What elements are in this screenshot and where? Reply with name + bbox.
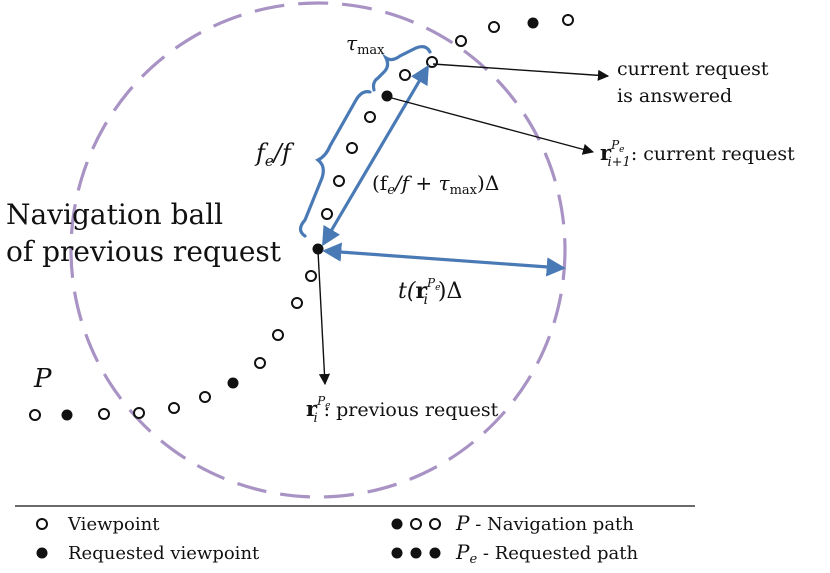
viewpoint (98, 408, 110, 420)
ball-title-line1: Navigation ball (6, 198, 223, 231)
viewpoint (272, 329, 284, 341)
requested-viewpoint-previous (312, 243, 324, 255)
viewpoint (133, 407, 145, 419)
viewpoint-answered (426, 56, 438, 68)
legend-requested-text: Requested viewpoint (68, 543, 260, 564)
current-request-pointer (387, 96, 595, 155)
viewpoint (305, 270, 317, 282)
legend-nav-path-text: P - Navigation path (455, 511, 634, 535)
viewpoint (346, 142, 358, 154)
viewpoint (321, 208, 333, 220)
viewpoint (364, 111, 376, 123)
tau-max-label: τmax (346, 31, 385, 58)
answered-pointer (432, 63, 610, 81)
requested-viewpoint (227, 377, 239, 389)
legend-viewpoint-text: Viewpoint (67, 514, 160, 535)
path-P-label: P (33, 364, 52, 394)
viewpoint (455, 35, 467, 47)
viewpoint (29, 409, 41, 421)
viewpoint (168, 402, 180, 414)
radius-arrow (322, 242, 566, 277)
previous-request-pointer (317, 250, 331, 386)
fe-over-f-brace (298, 90, 372, 238)
fe-over-f-label: fe/f (254, 139, 295, 170)
viewpoint (488, 21, 500, 33)
requested-viewpoint (61, 409, 73, 421)
answered-label-line1: current request (617, 58, 769, 80)
legend-viewpoint-icon (36, 518, 48, 530)
legend-req-path-text: Pe - Requested path (455, 540, 639, 567)
distance-arrow (322, 64, 429, 247)
viewpoint (562, 14, 574, 26)
distance-expression: (fe/f + τmax)Δ (372, 171, 499, 198)
legend-nav-path-icon (391, 518, 441, 530)
viewpoint (399, 69, 411, 81)
legend-req-path-icon (391, 547, 441, 559)
viewpoint (254, 357, 266, 369)
legend: Viewpoint Requested viewpoint P - Naviga… (36, 511, 639, 567)
tau-max-brace (371, 45, 432, 92)
ball-title-line2: of previous request (6, 235, 282, 268)
viewpoint (333, 175, 345, 187)
viewpoint (291, 297, 303, 309)
requested-viewpoint (527, 17, 539, 29)
requested-viewpoint-current (381, 90, 393, 102)
viewpoint (199, 391, 211, 403)
legend-requested-icon (36, 547, 48, 559)
answered-label-line2: is answered (617, 85, 732, 107)
